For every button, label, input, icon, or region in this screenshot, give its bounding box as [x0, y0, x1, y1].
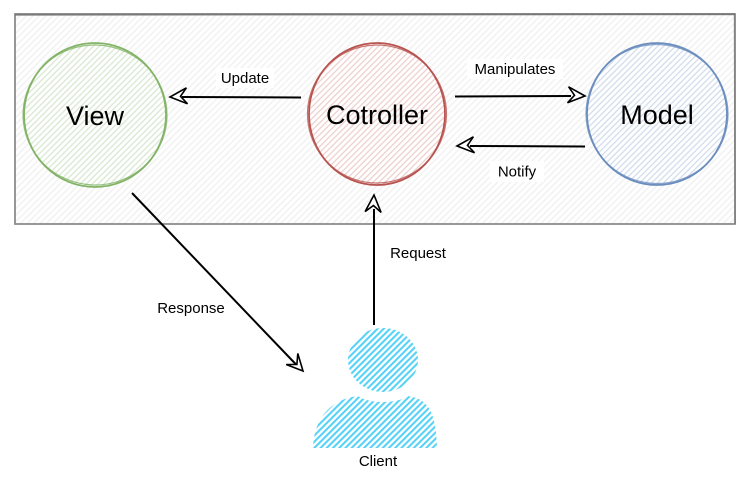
response-arrow-line: [131, 192, 299, 368]
controller-node-circle-sketch: [306, 44, 448, 184]
controller-node: Cotroller: [306, 42, 448, 186]
controller-node-label: Cotroller: [326, 100, 428, 130]
view-node-circle: [23, 42, 167, 188]
response-edge-label: Response: [157, 300, 225, 317]
model-node-circle-sketch: [585, 43, 729, 185]
notify-edge-label: Notify: [498, 164, 537, 181]
request-arrowhead: [364, 193, 382, 213]
model-node-label: Model: [620, 100, 694, 130]
notify-label-bg: [490, 161, 544, 182]
notify-edge: Notify: [455, 136, 586, 182]
view-node-circle-sketch: [22, 44, 168, 186]
response-edge: Response: [131, 192, 305, 373]
container-right-edge: [733, 13, 737, 225]
notify-arrow-line: [469, 145, 586, 148]
client-actor: Client: [313, 328, 437, 470]
manipulates-arrowhead: [566, 86, 587, 104]
controller-node-circle: [308, 42, 446, 186]
client-body-icon: [313, 396, 437, 448]
update-edge: Update: [168, 68, 302, 105]
request-edge: Request: [364, 193, 447, 325]
client-head-icon: [348, 328, 418, 392]
model-node-circle: [586, 42, 728, 186]
model-node: Model: [585, 42, 729, 186]
view-node: View: [22, 42, 168, 188]
manipulates-edge-label: Manipulates: [475, 61, 556, 78]
manipulates-label-bg: [467, 59, 563, 79]
manipulates-edge: Manipulates: [454, 59, 587, 104]
update-arrowhead: [168, 87, 189, 105]
view-node-label: View: [66, 101, 125, 131]
notify-arrowhead: [455, 136, 476, 154]
request-edge-label: Request: [390, 245, 447, 262]
update-arrow-line: [181, 96, 302, 99]
response-arrowhead: [285, 353, 305, 373]
manipulates-arrow-line: [454, 95, 572, 98]
container-top-edge: [14, 13, 736, 16]
update-edge-label: Update: [221, 70, 269, 87]
update-label-bg: [216, 68, 274, 88]
client-label: Client: [359, 453, 398, 470]
